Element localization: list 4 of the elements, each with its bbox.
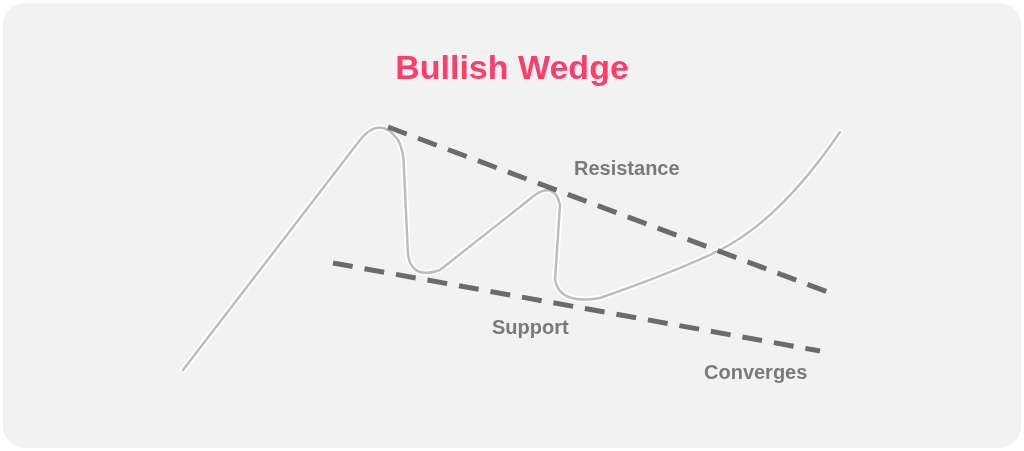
pattern-label: Support xyxy=(492,317,569,337)
pattern-label: Converges xyxy=(704,362,808,382)
pattern-label: Resistance xyxy=(574,158,680,178)
title: Bullish Wedge xyxy=(394,50,630,84)
